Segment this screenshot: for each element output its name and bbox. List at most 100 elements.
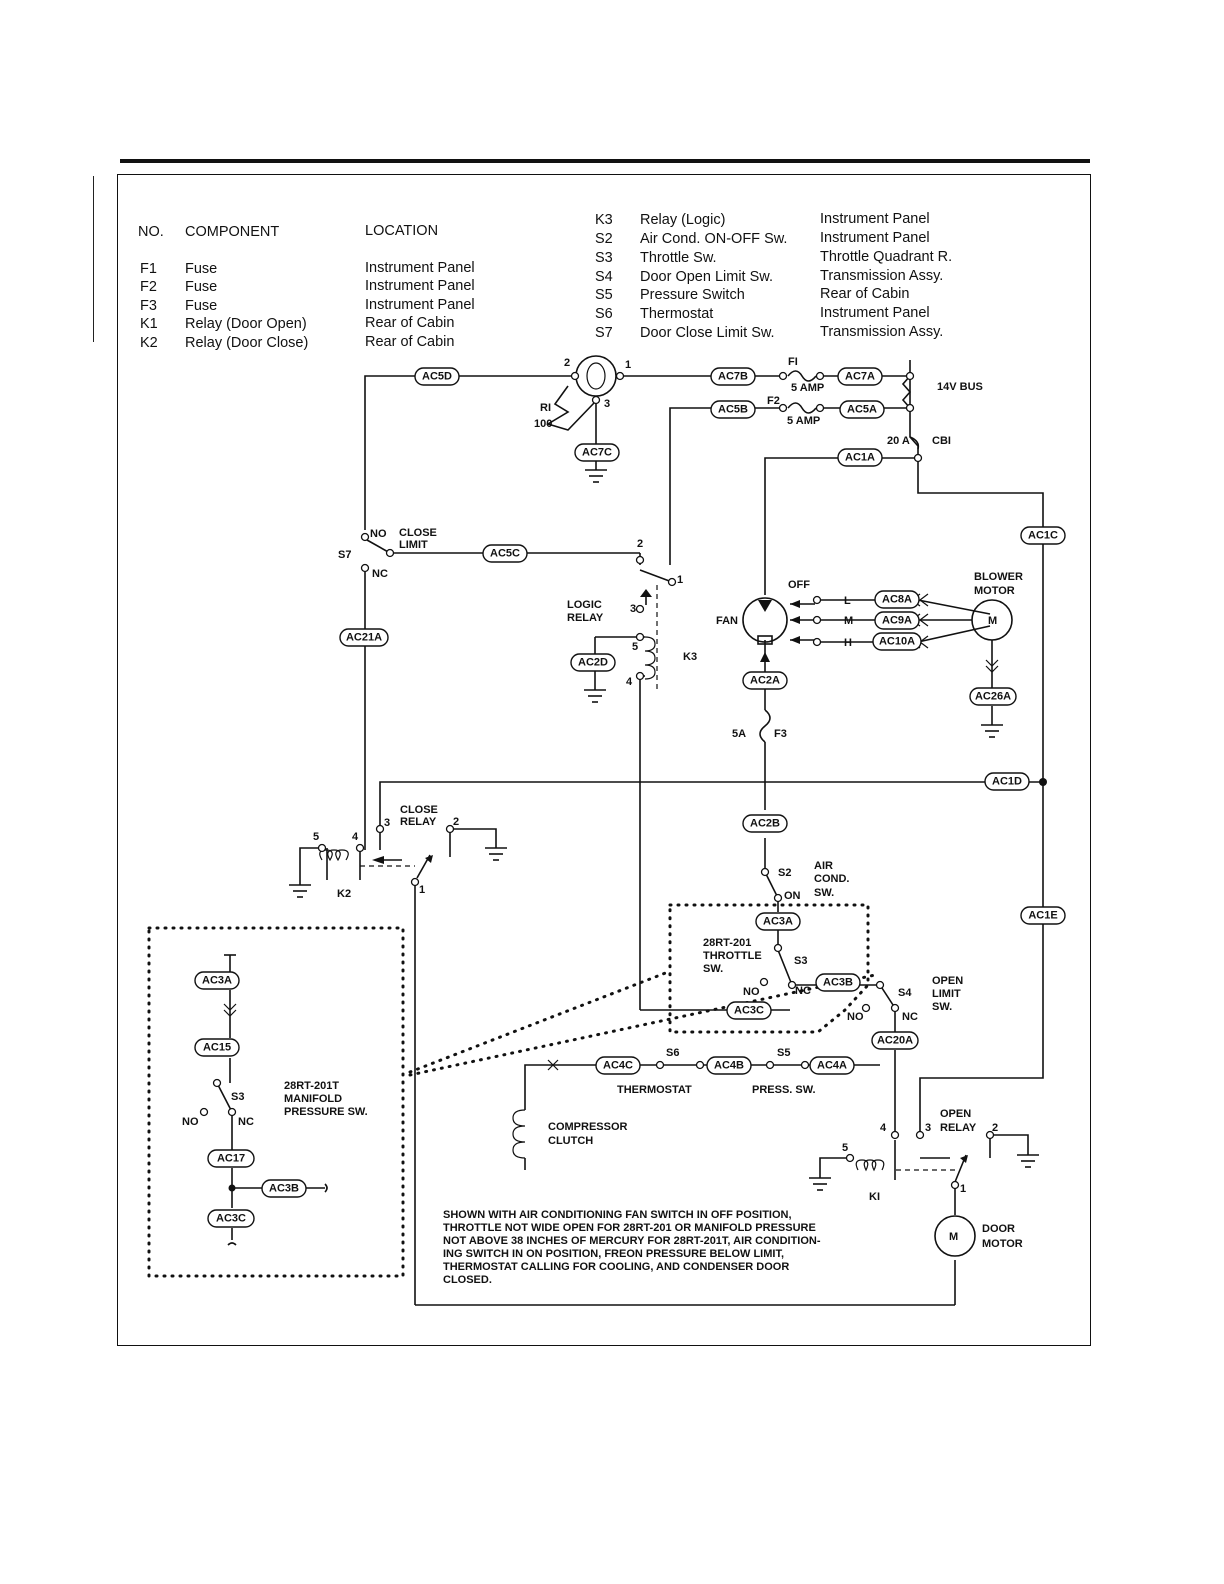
air-cond-sw-label-1: AIR (814, 860, 833, 872)
svg-text:H: H (844, 637, 852, 649)
svg-text:Throttle Sw.: Throttle Sw. (640, 250, 717, 266)
fuse-f1-icon (787, 370, 817, 382)
legend-row: K3 Relay (Logic) Instrument Panel (595, 211, 930, 228)
legend-row: S5 Pressure Switch Rear of Cabin (595, 286, 909, 303)
door-motor-label-2: MOTOR (982, 1238, 1023, 1250)
svg-text:NO: NO (743, 986, 760, 998)
wire-label-ac1a: AC1A (837, 448, 883, 467)
ground-icon (289, 884, 311, 898)
wire-label-ac4c: AC4C (595, 1056, 641, 1075)
legend-row: S2 Air Cond. ON-OFF Sw. Instrument Panel (595, 230, 930, 247)
legend-row: F2 Fuse Instrument Panel (140, 278, 475, 295)
svg-text:5: 5 (842, 1142, 848, 1154)
svg-text:F3: F3 (140, 298, 157, 314)
cb1-rating: 20 A (887, 435, 910, 447)
ground-icon (584, 689, 606, 703)
wire-label-ac4a: AC4A (809, 1056, 855, 1075)
svg-text:1: 1 (625, 359, 631, 371)
blower-motor-label-1: BLOWER (974, 571, 1023, 583)
wire-label-ac7a: AC7A (837, 367, 883, 386)
s2-label: S2 (778, 867, 791, 879)
diagram-note: SHOWN WITH AIR CONDITIONING FAN SWITCH I… (443, 1209, 821, 1286)
k1-label: KI (869, 1191, 880, 1203)
svg-text:F2: F2 (140, 279, 157, 295)
svg-text:AC8A: AC8A (882, 594, 912, 606)
open-relay-label-1: OPEN (940, 1108, 971, 1120)
wire-label-ac17: AC17 (207, 1149, 255, 1168)
svg-text:5: 5 (632, 641, 638, 653)
blower-motor-icon (971, 599, 1013, 641)
svg-text:AC4C: AC4C (603, 1060, 633, 1072)
legend-header-location: LOCATION (365, 223, 438, 239)
margin-rule (93, 176, 94, 342)
manifold-sw-label-1: 28RT-201T (284, 1080, 339, 1092)
svg-text:THERMOSTAT CALLING FOR COOLING: THERMOSTAT CALLING FOR COOLING, AND COND… (443, 1261, 789, 1273)
svg-text:4: 4 (880, 1122, 887, 1134)
ground-icon (809, 1177, 831, 1191)
svg-text:Relay (Logic): Relay (Logic) (640, 212, 725, 228)
ground-icon (981, 724, 1003, 738)
svg-text:Relay (Door Close): Relay (Door Close) (185, 335, 308, 351)
svg-text:AC3C: AC3C (216, 1213, 246, 1225)
svg-text:4: 4 (626, 676, 633, 688)
svg-text:AC4B: AC4B (714, 1060, 744, 1072)
svg-text:AC7B: AC7B (718, 371, 748, 383)
k2-label: K2 (337, 888, 351, 900)
compressor-clutch-label-2: CLUTCH (548, 1135, 593, 1147)
svg-text:5: 5 (313, 831, 319, 843)
wire-label-ac5c: AC5C (482, 544, 528, 563)
fuse-f3-rating: 5A (732, 728, 746, 740)
fan-switch-icon (742, 597, 788, 645)
svg-text:Thermostat: Thermostat (640, 306, 713, 322)
wire-label-ac8a: AC8A (874, 590, 920, 609)
svg-text:Fuse: Fuse (185, 261, 217, 277)
svg-text:K1: K1 (140, 316, 158, 332)
svg-text:M: M (844, 615, 853, 627)
wire-label-ac9a: AC9A (874, 611, 920, 630)
svg-text:Instrument Panel: Instrument Panel (820, 211, 930, 227)
svg-text:Relay (Door Open): Relay (Door Open) (185, 316, 307, 332)
svg-text:S5: S5 (595, 287, 613, 303)
wire-label-ac7b: AC7B (710, 367, 756, 386)
wire-label-ac2a: AC2A (742, 671, 788, 690)
svg-text:AC3B: AC3B (823, 977, 853, 989)
open-limit-sw-label-2: LIMIT (932, 988, 961, 1000)
svg-text:Door Close Limit Sw.: Door Close Limit Sw. (640, 325, 775, 341)
diagram-frame (117, 174, 1091, 1346)
svg-text:F1: F1 (140, 261, 157, 277)
fuse-f2-icon (787, 402, 817, 414)
svg-text:NC: NC (902, 1011, 918, 1023)
svg-text:AC3C: AC3C (734, 1005, 764, 1017)
svg-text:1: 1 (677, 574, 683, 586)
fan-off-label: OFF (788, 579, 810, 591)
legend-row: S6 Thermostat Instrument Panel (595, 305, 930, 322)
logic-relay-coil-k3-circle (575, 355, 617, 397)
s5-label: S5 (777, 1047, 790, 1059)
blower-motor-m: M (988, 615, 997, 627)
svg-text:S4: S4 (595, 269, 613, 285)
wire-label-ac20a: AC20A (871, 1031, 919, 1050)
svg-text:Fuse: Fuse (185, 298, 217, 314)
r1-value: 100 (534, 418, 552, 430)
svg-text:2: 2 (564, 357, 570, 369)
svg-text:AC5D: AC5D (422, 371, 452, 383)
arrow-icons (372, 589, 968, 1163)
svg-text:AC26A: AC26A (975, 691, 1011, 703)
logic-relay-label-1: LOGIC (567, 599, 602, 611)
svg-text:AC3A: AC3A (202, 975, 232, 987)
legend-row: S4 Door Open Limit Sw. Transmission Assy… (595, 268, 943, 285)
svg-text:NOT ABOVE 38 INCHES OF MERCURY: NOT ABOVE 38 INCHES OF MERCURY FOR 28RT-… (443, 1235, 821, 1247)
fuse-f2-rating: 5 AMP (787, 415, 820, 427)
compressor-clutch-label-1: COMPRESSOR (548, 1121, 628, 1133)
svg-text:S2: S2 (595, 231, 613, 247)
svg-text:AC1C: AC1C (1028, 530, 1058, 542)
door-motor-icon (934, 1215, 976, 1257)
svg-text:S3: S3 (595, 250, 613, 266)
svg-text:SHOWN WITH AIR CONDITIONING FA: SHOWN WITH AIR CONDITIONING FAN SWITCH I… (443, 1209, 792, 1221)
wire-label-ac15: AC15 (194, 1038, 240, 1057)
svg-text:AC1A: AC1A (845, 452, 875, 464)
wire-label-ac5d: AC5D (414, 367, 460, 386)
svg-text:2: 2 (453, 816, 459, 828)
wire-label-ac2b: AC2B (742, 814, 788, 833)
wire-label-ac3c-inset: AC3C (207, 1209, 255, 1228)
